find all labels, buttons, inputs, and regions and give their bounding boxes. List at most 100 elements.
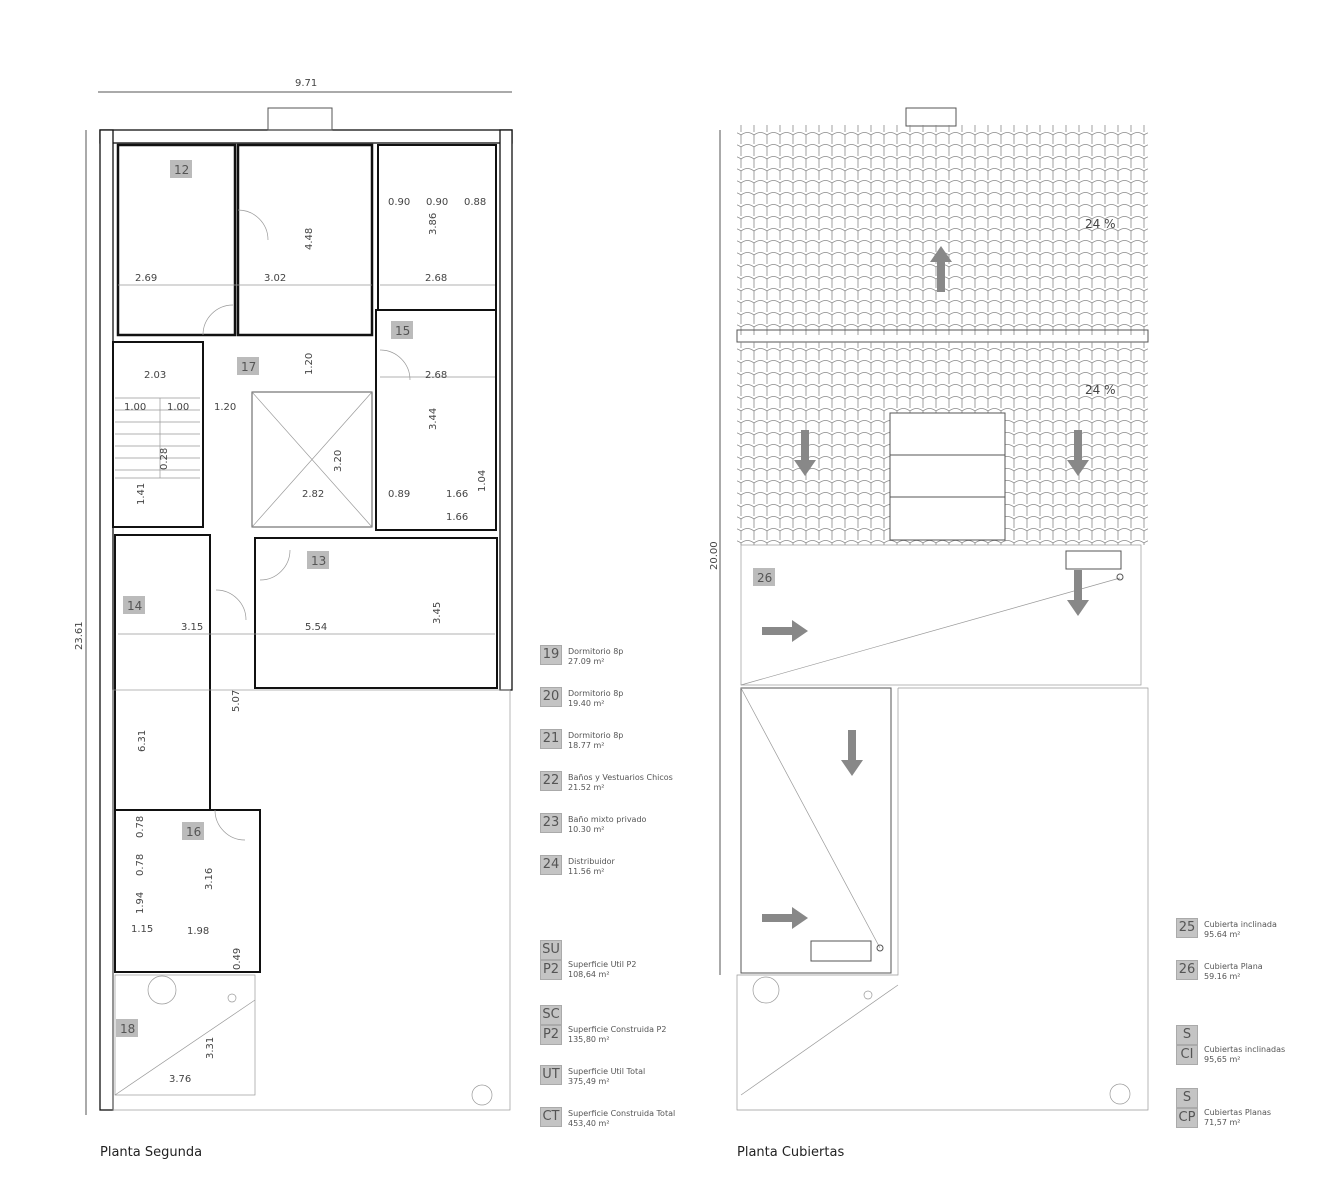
dim-label: 2.68 <box>425 273 447 284</box>
room-number: 18 <box>120 1022 135 1036</box>
legend-area: 19.40 m² <box>568 699 605 708</box>
dim-label: 3.02 <box>264 273 286 284</box>
slope-label: 24 % <box>1085 383 1116 397</box>
legend-code-badge: 26 <box>1176 960 1198 980</box>
dim-label: 0.90 <box>388 197 410 208</box>
flat-roof-26 <box>740 544 1142 686</box>
room-15 <box>375 309 497 531</box>
legend-name: Cubiertas Planas <box>1204 1108 1272 1117</box>
legend-code: UT <box>540 1065 562 1085</box>
dim-label: 1.66 <box>446 489 468 500</box>
dim-total-width: 9.71 <box>295 78 317 89</box>
stairs-area <box>112 341 204 528</box>
pitched-roof-upper <box>737 125 1148 335</box>
legend-code: 25 <box>1176 918 1198 938</box>
legend-code-badge: 19 <box>540 645 562 665</box>
dim-label: 1.98 <box>187 926 209 937</box>
legend-name: Baño mixto privado <box>568 815 647 824</box>
slope-arrows <box>762 246 1089 929</box>
legend-name: Distribuidor <box>568 857 615 866</box>
plan-planta-segunda: 9.71 23.61 2.69 3.02 4.48 0.90 0.90 0.88… <box>74 78 513 1160</box>
dim-label: 3.20 <box>333 450 344 472</box>
slope-label: 24 % <box>1085 217 1116 231</box>
dim-total-height: 20.00 <box>709 541 720 570</box>
legend-name: Baños y Vestuarios Chicos <box>568 773 673 782</box>
legend-area: 11.56 m² <box>568 867 605 876</box>
right-wall <box>499 129 513 691</box>
legend-code: P2 <box>540 1025 562 1045</box>
plan-title-right: Planta Cubiertas <box>737 1145 844 1160</box>
legend-area: 18.77 m² <box>568 741 605 750</box>
dim-label: 3.15 <box>181 622 203 633</box>
legend-code: 19 <box>540 645 562 665</box>
legend-code-badge: 24 <box>540 855 562 875</box>
room-12 <box>116 143 237 337</box>
legend-name: Cubiertas inclinadas <box>1204 1045 1286 1054</box>
legend-name: Cubierta inclinada <box>1204 920 1277 929</box>
dim-label: 0.49 <box>232 948 243 970</box>
room-bedroom <box>236 143 374 337</box>
dim-label: 1.20 <box>304 353 315 375</box>
stairs <box>115 397 200 479</box>
dim-label: 6.31 <box>137 730 148 752</box>
terrace-18 <box>114 974 256 1096</box>
dim-label: 3.44 <box>428 408 439 430</box>
dim-label: 3.16 <box>204 868 215 890</box>
dim-label: 5.54 <box>305 622 327 633</box>
room-14 <box>114 534 211 811</box>
dim-label: 0.89 <box>388 489 410 500</box>
north-icon <box>1109 1083 1131 1105</box>
legend-code: SC <box>540 1005 562 1025</box>
lightwell <box>251 391 373 528</box>
legend-area: 95,65 m² <box>1204 1055 1241 1064</box>
legend-code: 22 <box>540 771 562 791</box>
legend-code: 21 <box>540 729 562 749</box>
dim-label: 1.00 <box>124 402 146 413</box>
legend-area: 27.09 m² <box>568 657 605 666</box>
room-number: 26 <box>757 571 772 585</box>
legend-area: 71,57 m² <box>1204 1118 1241 1127</box>
legend-code: 26 <box>1176 960 1198 980</box>
balcony <box>267 107 333 131</box>
legend-name: Superficie Construida Total <box>568 1109 676 1118</box>
dim-label: 0.78 <box>135 854 146 876</box>
legend-code-badge: CT <box>540 1107 562 1127</box>
legend-code-badge: 25 <box>1176 918 1198 938</box>
flat-roof-lower <box>740 687 892 974</box>
legend-area: 10.30 m² <box>568 825 605 834</box>
legend-name: Superficie Construida P2 <box>568 1025 667 1034</box>
legend-code-badge: 20 <box>540 687 562 707</box>
dim-label: 1.00 <box>167 402 189 413</box>
room-number: 16 <box>186 825 201 839</box>
dim-label: 1.20 <box>214 402 236 413</box>
legend-area: 95.64 m² <box>1204 930 1241 939</box>
north-icon <box>471 1084 493 1106</box>
room-16 <box>114 809 261 973</box>
legend-name: Cubierta Plana <box>1204 962 1263 971</box>
legend-name: Superficie Util Total <box>568 1067 646 1076</box>
arrow-down-icon <box>794 430 816 476</box>
room-number: 12 <box>174 163 189 177</box>
legend-code-badge: 21 <box>540 729 562 749</box>
skylight <box>889 412 1006 541</box>
legend-code: P2 <box>540 960 562 980</box>
left-wall <box>99 129 114 1111</box>
plan-planta-cubiertas: 24 % 24 % 20.00 26 Planta Cubiertas <box>709 107 1149 1160</box>
dim-label: 1.41 <box>136 483 147 505</box>
dim-label: 3.45 <box>432 602 443 624</box>
